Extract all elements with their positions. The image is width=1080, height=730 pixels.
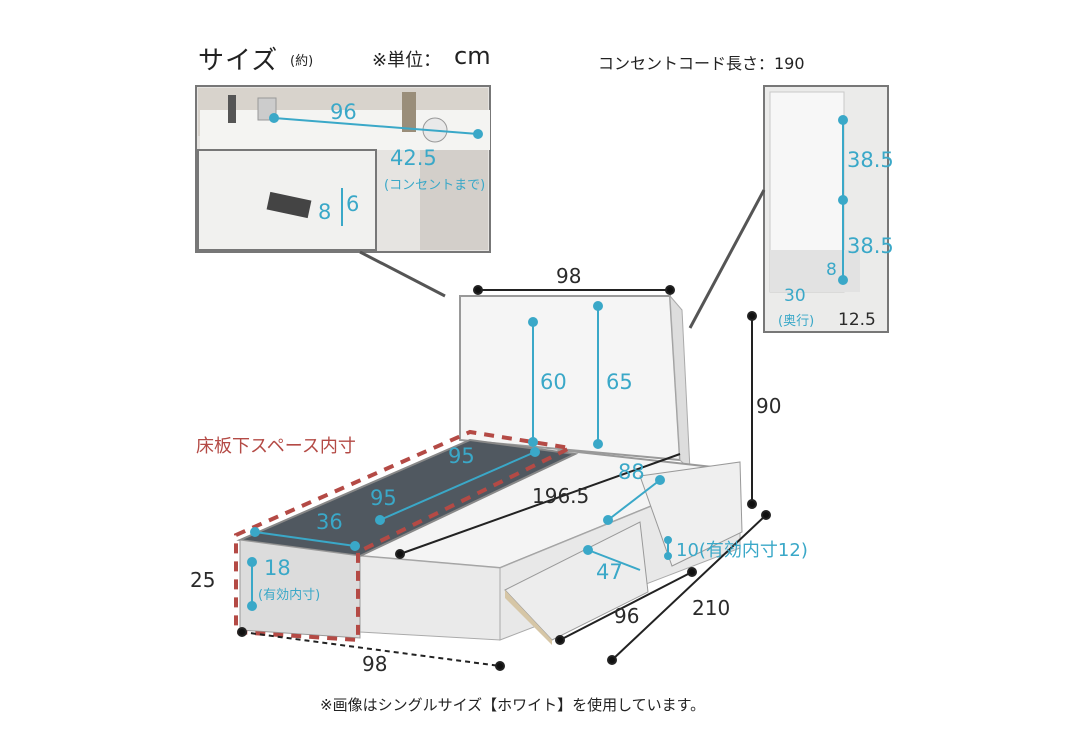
length-210-label: 210 bbox=[692, 596, 731, 620]
storage-dim-18-note: (有効内寸) bbox=[258, 588, 321, 603]
drawer-dim-88: 88 bbox=[618, 460, 645, 484]
page-title: サイズ bbox=[198, 46, 279, 76]
unit-value: cm bbox=[454, 42, 491, 70]
depth-96-label: 96 bbox=[614, 604, 640, 628]
storage-dim-95-a: 95 bbox=[448, 444, 475, 468]
headboard-width-label: 98 bbox=[556, 264, 582, 288]
inset-dim-6: 6 bbox=[346, 192, 360, 216]
inset-depth-note: (奥行) bbox=[778, 314, 815, 329]
inset-photo-left bbox=[195, 85, 491, 253]
cord-length-label: コンセントコード長さ：190 bbox=[598, 54, 805, 73]
inset-dim-38-5-bottom: 38.5 bbox=[847, 234, 894, 258]
storage-dim-36: 36 bbox=[316, 510, 343, 534]
storage-dim-18: 18 bbox=[264, 556, 291, 580]
inset-photo-right bbox=[763, 85, 889, 333]
inset-right-dim-8: 8 bbox=[826, 260, 837, 280]
bed-body bbox=[236, 294, 743, 645]
inset-dim-8: 8 bbox=[318, 200, 332, 224]
headboard-height-65: 65 bbox=[606, 370, 633, 394]
inset-dim-30: 30 bbox=[784, 286, 806, 306]
inset-dim-12-5: 12.5 bbox=[838, 310, 876, 330]
total-height-label: 90 bbox=[756, 394, 782, 418]
length-196-5-label: 196.5 bbox=[532, 484, 590, 508]
approx-label: (約) bbox=[290, 54, 314, 69]
inset-dim-42-5: 42.5 bbox=[390, 146, 437, 170]
unit-label: ※単位： bbox=[372, 50, 442, 71]
storage-dim-95-b: 95 bbox=[370, 486, 397, 510]
under-floor-space-label: 床板下スペース内寸 bbox=[196, 436, 356, 457]
width-98-bottom-label: 98 bbox=[362, 652, 388, 676]
inset-dim-38-5-top: 38.5 bbox=[847, 148, 894, 172]
headboard-height-60: 60 bbox=[540, 370, 567, 394]
drawer-dim-47: 47 bbox=[596, 560, 623, 584]
footer-note: ※画像はシングルサイズ【ホワイト】を使用しています。 bbox=[320, 696, 706, 714]
under-floor-boundary bbox=[234, 429, 577, 643]
drawer-dim-10: 10(有効内寸12) bbox=[676, 540, 808, 561]
inset-outlet-note: (コンセントまで) bbox=[384, 178, 486, 193]
inset-dim-96: 96 bbox=[330, 100, 357, 124]
height-25-label: 25 bbox=[190, 568, 216, 592]
